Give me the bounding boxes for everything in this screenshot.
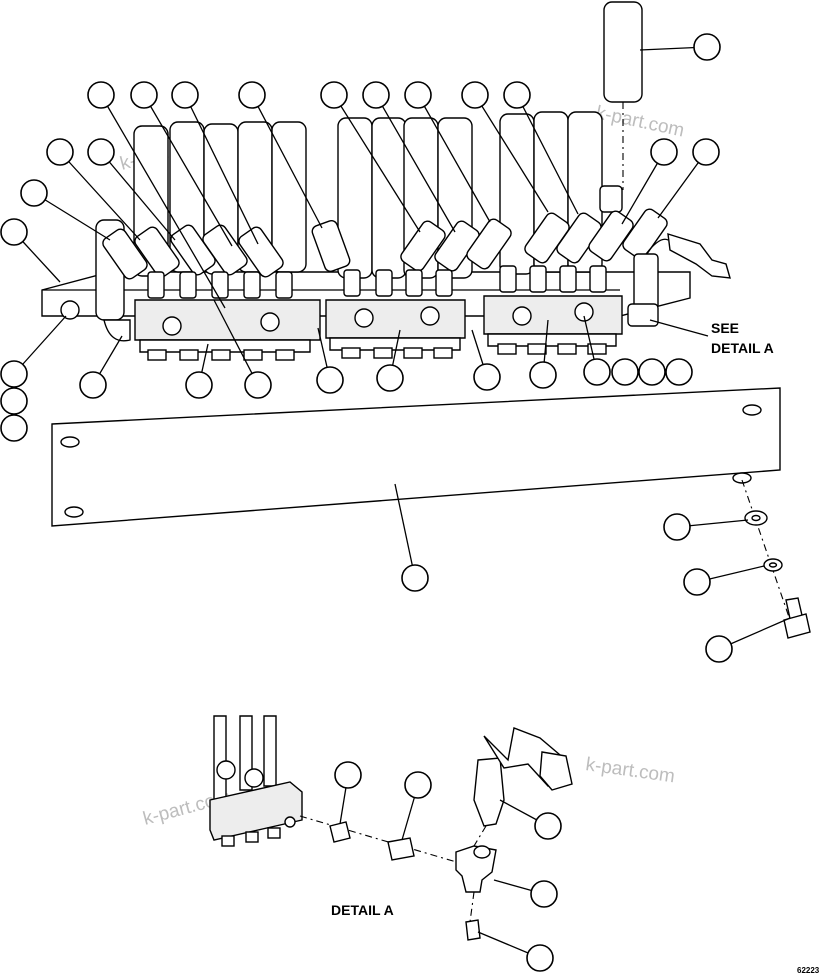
callout-bubble bbox=[473, 363, 501, 391]
callout-bubble bbox=[638, 358, 666, 386]
valve-block-3 bbox=[483, 295, 623, 355]
callout-bubble bbox=[665, 358, 693, 386]
callout-bubble bbox=[87, 81, 115, 109]
detail-plug bbox=[465, 919, 481, 941]
callout-bubble bbox=[238, 81, 266, 109]
callout-bubble bbox=[530, 880, 558, 908]
callout-bubble bbox=[185, 371, 213, 399]
callout-bubble bbox=[650, 138, 678, 166]
callout-bubble bbox=[693, 33, 721, 61]
callout-bubble bbox=[503, 81, 531, 109]
callout-bubble bbox=[583, 358, 611, 386]
callout-bubble bbox=[705, 635, 733, 663]
top-cylinder bbox=[603, 1, 643, 103]
callout-bubble bbox=[0, 360, 28, 388]
callout-bubble bbox=[316, 366, 344, 394]
see-detail-label: SEE bbox=[711, 320, 739, 336]
callout-bubble bbox=[171, 81, 199, 109]
callout-bubble bbox=[692, 138, 720, 166]
callout-bubble bbox=[0, 218, 28, 246]
callout-bubble bbox=[79, 371, 107, 399]
left-plug bbox=[60, 300, 80, 320]
callout-bubble bbox=[0, 414, 28, 442]
callout-bubble bbox=[46, 138, 74, 166]
detail-sensor bbox=[473, 757, 505, 827]
figure-number: 62223 bbox=[797, 966, 820, 975]
valve-block-1 bbox=[134, 299, 321, 361]
callout-bubble bbox=[401, 564, 429, 592]
callout-bubble bbox=[376, 364, 404, 392]
callout-bubble bbox=[87, 138, 115, 166]
callout-bubble bbox=[244, 371, 272, 399]
callout-bubble bbox=[362, 81, 390, 109]
callout-bubble bbox=[611, 358, 639, 386]
hardware-stack bbox=[741, 479, 811, 639]
watermark: k-part.com bbox=[594, 102, 686, 141]
callout-bubble bbox=[20, 179, 48, 207]
detail-a-title: DETAIL A bbox=[331, 902, 394, 918]
detail-nut bbox=[329, 821, 351, 843]
pressure-switches bbox=[102, 208, 668, 280]
main-assembly bbox=[41, 1, 731, 361]
callout-bubble bbox=[683, 568, 711, 596]
callout-bubble bbox=[526, 944, 554, 972]
callout-bubble bbox=[0, 387, 28, 415]
callout-bubble bbox=[334, 761, 362, 789]
callout-bubble bbox=[534, 812, 562, 840]
valve-block-2 bbox=[325, 299, 466, 359]
callout-bubble bbox=[663, 513, 691, 541]
watermark: k-part.com bbox=[584, 754, 676, 787]
callout-bubble bbox=[529, 361, 557, 389]
callout-bubbles bbox=[0, 33, 733, 972]
see-detail-label: DETAIL A bbox=[711, 340, 774, 356]
callout-bubble bbox=[130, 81, 158, 109]
callout-bubble bbox=[404, 771, 432, 799]
detail-bushing bbox=[387, 837, 415, 861]
callout-bubble bbox=[320, 81, 348, 109]
mounting-plate bbox=[51, 387, 781, 527]
callout-bubble bbox=[404, 81, 432, 109]
callout-bubble bbox=[461, 81, 489, 109]
fittings bbox=[147, 265, 607, 299]
